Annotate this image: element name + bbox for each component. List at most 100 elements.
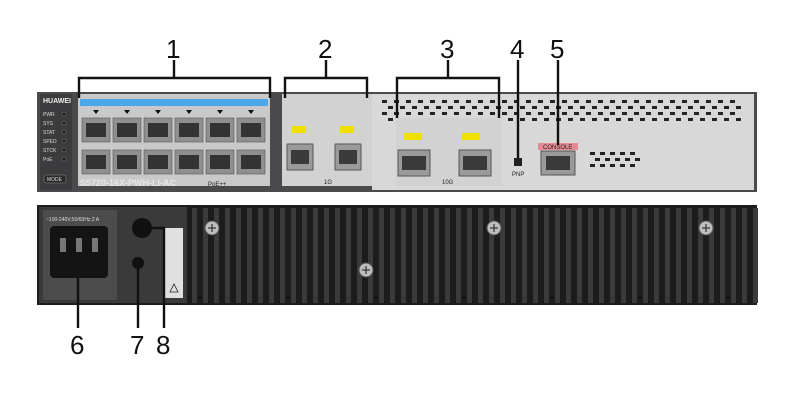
vent-hole xyxy=(568,118,573,121)
vent-hole xyxy=(406,100,411,103)
vent-hole xyxy=(646,112,651,115)
vent-hole xyxy=(562,100,567,103)
mode-button[interactable] xyxy=(43,174,67,184)
mode-label: MODE xyxy=(47,177,63,183)
vent-hole xyxy=(682,112,687,115)
port-number-strip xyxy=(80,99,268,106)
callout-6: 6 xyxy=(70,330,85,360)
vent-hole xyxy=(595,158,600,161)
vent-hole xyxy=(658,100,663,103)
vent-hole xyxy=(442,100,447,103)
vent-hole xyxy=(550,100,555,103)
callout-bracket-1 xyxy=(77,76,272,98)
callout-bracket-2 xyxy=(283,76,369,98)
callout-1: 1 xyxy=(166,34,181,64)
vent-hole xyxy=(622,100,627,103)
heatsink-fin xyxy=(489,208,494,303)
sfp-1g-port-b[interactable] xyxy=(334,126,362,171)
heatsink-fin xyxy=(511,208,516,303)
speed-10g-label: 10G xyxy=(442,180,454,186)
heatsink-fin xyxy=(577,208,582,303)
console-port-slot xyxy=(546,156,570,170)
vent-hole xyxy=(454,100,459,103)
status-led xyxy=(61,120,67,126)
vent-hole xyxy=(630,164,635,167)
sfp-slot xyxy=(402,156,426,170)
vent-hole xyxy=(448,106,453,109)
sfp-10g-port-a[interactable] xyxy=(397,133,431,177)
vent-hole xyxy=(568,106,573,109)
port-arrow-icon xyxy=(155,110,161,114)
rj45-port-opening xyxy=(241,123,261,137)
vent-hole xyxy=(590,164,595,167)
vent-hole xyxy=(520,106,525,109)
vent-hole xyxy=(502,100,507,103)
port-arrow-icon xyxy=(217,110,223,114)
vent-hole xyxy=(712,118,717,121)
vent-hole xyxy=(664,118,669,121)
vent-hole xyxy=(640,118,645,121)
vent-hole xyxy=(622,112,627,115)
heatsink-fin xyxy=(390,208,395,303)
model-label: S5720-16X-PWH-LI-AC xyxy=(80,178,177,188)
heatsink-fin xyxy=(687,208,692,303)
vent-hole xyxy=(706,112,711,115)
rear-panel: ~100-240V;50/60Hz;2 A xyxy=(37,205,758,305)
poe-label: PoE++ xyxy=(208,182,227,188)
vent-hole xyxy=(670,112,675,115)
callout-7: 7 xyxy=(130,330,145,360)
vent-hole xyxy=(466,112,471,115)
warning-triangle-icon xyxy=(169,283,179,293)
sfp-port-label-yellow xyxy=(404,133,422,140)
vent-hole xyxy=(590,152,595,155)
vent-hole xyxy=(574,100,579,103)
vent-hole xyxy=(598,100,603,103)
sfp-1g-port-a[interactable] xyxy=(286,126,314,171)
callout-lines xyxy=(76,60,560,328)
socket-pin xyxy=(60,238,66,252)
vent-hole xyxy=(718,112,723,115)
heatsink-fin xyxy=(731,208,736,303)
vent-hole xyxy=(418,112,423,115)
vent-hole xyxy=(508,118,513,121)
vent-hole xyxy=(400,106,405,109)
rj45-ports xyxy=(81,110,266,175)
front-left-plate xyxy=(40,94,72,190)
vent-hole xyxy=(688,118,693,121)
vent-hole xyxy=(592,106,597,109)
vent-hole xyxy=(382,100,387,103)
vent-hole xyxy=(712,106,717,109)
led-label: SPED xyxy=(43,139,57,145)
heatsink-fin xyxy=(478,208,483,303)
socket-pin xyxy=(92,238,98,252)
sfp-10g-port-b[interactable] xyxy=(458,133,492,177)
vent-hole xyxy=(664,106,669,109)
led-label: PWR xyxy=(43,112,55,118)
callout-3: 3 xyxy=(440,34,455,64)
pnp-label: PNP xyxy=(512,172,524,178)
rj45-port-opening xyxy=(179,155,199,169)
vent-hole xyxy=(418,100,423,103)
power-cable-retention-hole xyxy=(132,218,152,238)
vent-hole xyxy=(406,112,411,115)
rj45-port-opening xyxy=(86,155,106,169)
vent-hole xyxy=(598,112,603,115)
heatsink-fin xyxy=(676,208,681,303)
heatsink-fin xyxy=(500,208,505,303)
rj45-port-opening xyxy=(117,155,137,169)
port-arrow-icon xyxy=(93,110,99,114)
socket-pin xyxy=(76,238,82,252)
ground-screw[interactable] xyxy=(132,257,144,269)
pnp-button[interactable] xyxy=(514,158,522,166)
vent-hole xyxy=(466,100,471,103)
sfp-port-label-yellow xyxy=(292,126,306,133)
vent-hole xyxy=(526,100,531,103)
vent-hole xyxy=(538,100,543,103)
led-label: SYS xyxy=(43,121,54,127)
vent-hole xyxy=(730,112,735,115)
heatsink-fin xyxy=(588,208,593,303)
vent-hole xyxy=(630,152,635,155)
vent-hole xyxy=(730,100,735,103)
